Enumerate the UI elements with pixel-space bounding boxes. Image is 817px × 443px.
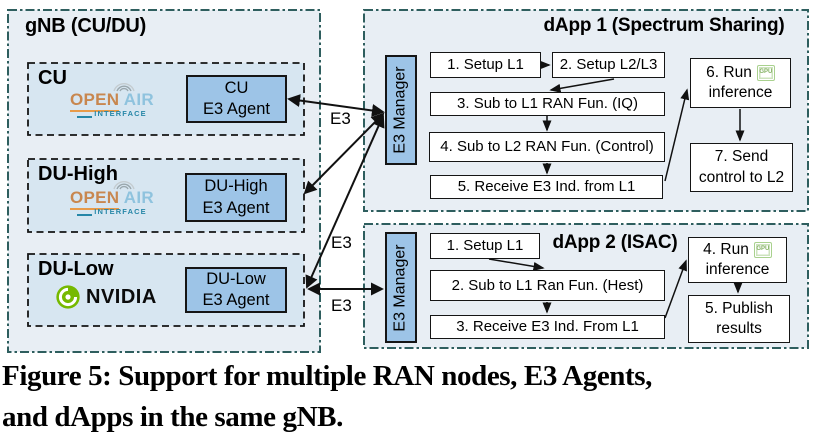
oai-wordmark: OPEN AIR [66,90,158,112]
dapp1-step2-box: 2. Setup L2/L3 [552,52,665,78]
dapp1-title: dApp 1 (Spectrum Sharing) [543,15,785,36]
gpu-chip-icon: GPU [756,64,775,81]
oai-wordmark: OPEN AIR [66,188,158,210]
openairinterface-logo: OPEN AIR INTERFACE [66,80,158,119]
caption-line-1: Figure 5: Support for multiple RAN nodes… [2,360,653,392]
cu-e3-agent-box: CU E3 Agent [186,75,287,123]
du-high-label: DU-High [38,163,118,185]
dapp2-step5-box: 5. Publish results [688,295,790,343]
e3-link-dulow-manager1 [305,114,385,289]
oai-interface-text: INTERFACE [66,110,158,119]
du-high-e3-agent-box: DU-High E3 Agent [185,173,287,222]
e3-link-cu-manager1 [287,94,385,117]
caption-line-2: and dApps in the same gNB. [2,401,343,433]
e3-label: E3 [331,296,352,315]
e3-label: E3 [331,233,352,252]
nvidia-eye-icon [56,285,80,309]
gpu-chip-icon: GPU [753,241,772,258]
dapp2-step2-box: 2. Sub to L1 Ran Fun. (Hest) [430,270,665,301]
dapp2-arrow-3-4 [664,259,687,319]
du-low-label: DU-Low [38,258,114,280]
dapp1-step4-box: 4. Sub to L2 RAN Fun. (Control) [429,132,665,162]
nvidia-logo: NVIDIA [54,283,157,311]
cu-label: CU [38,67,67,89]
dapp1-arrow-5-6 [664,88,690,182]
dapp1-e3-manager-box: E3 Manager [385,55,417,165]
dapp1-step7-box: 7. Send control to L2 [690,143,793,192]
oai-lines-icon [77,110,93,119]
dapp1-step1-box: 1. Setup L1 [430,52,541,78]
dapp2-e3-manager-box: E3 Manager [385,232,417,343]
e3-label: E3 [330,109,351,128]
radio-waves-icon [113,83,135,92]
oai-lines-icon [77,208,93,217]
dapp2-title: dApp 2 (ISAC) [552,232,678,253]
du-low-e3-agent-box: DU-Low E3 Agent [185,267,287,313]
dapp1-arrow-2-3 [549,78,615,93]
dapp2-step1-box: 1. Setup L1 [430,233,540,259]
gnb-title: gNB (CU/DU) [25,15,147,37]
dapp2-arrow-1-2 [488,258,545,271]
nvidia-wordmark: NVIDIA [86,285,157,308]
openairinterface-logo: OPEN AIR INTERFACE [66,178,158,217]
dapp2-step3-box: 3. Receive E3 Ind. From L1 [430,315,665,339]
radio-waves-icon [113,181,135,190]
dapp1-step3-box: 3. Sub to L1 RAN Fun. (IQ) [430,92,665,116]
figure-caption: Figure 5: Support for multiple RAN nodes… [2,356,817,438]
oai-interface-text: INTERFACE [66,208,158,217]
dapp1-step5-box: 5. Receive E3 Ind. from L1 [430,175,663,199]
